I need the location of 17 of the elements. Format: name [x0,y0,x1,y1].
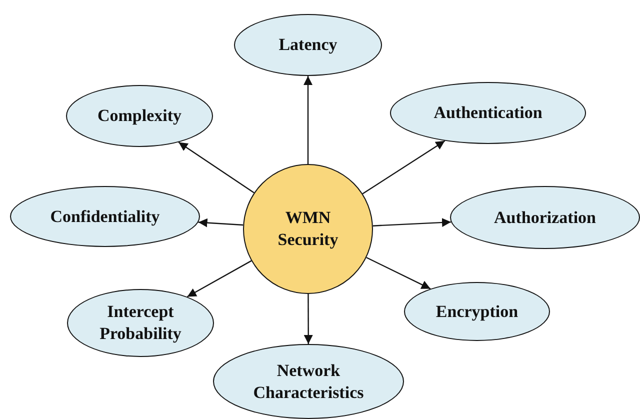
node-label: Authentication [434,102,542,124]
arrow [198,218,244,228]
arrow [372,218,452,227]
node-label: Authorization [494,206,596,228]
arrow [178,142,254,194]
node-label: Encryption [436,300,518,322]
node-label: Network Characteristics [252,360,365,404]
node-label: Confidentiality [50,206,160,228]
node-label: Intercept Probability [98,301,182,345]
node-label: Complexity [97,105,182,127]
arrow [362,140,446,194]
node-label: Latency [278,34,338,56]
node-label: WMN Security [276,207,340,251]
arrow [304,294,313,344]
arrow [186,260,252,298]
arrow [304,76,312,164]
arrow [366,256,431,290]
